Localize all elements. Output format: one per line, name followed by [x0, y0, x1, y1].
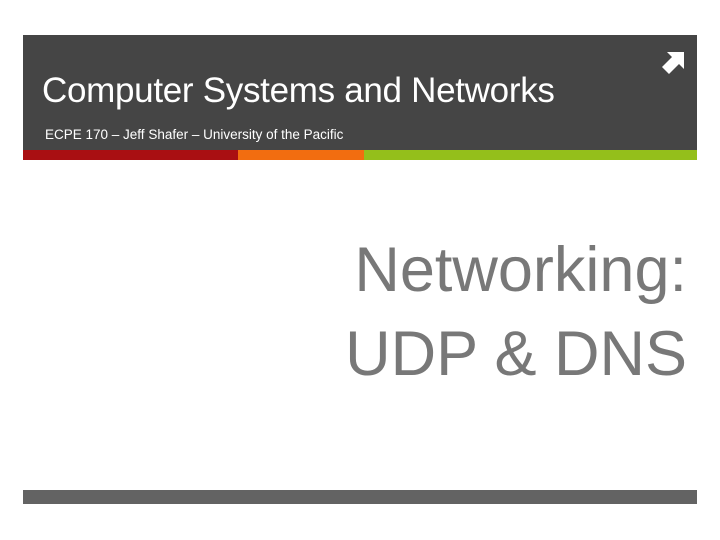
strip-orange-segment [238, 150, 364, 160]
header-banner: Computer Systems and Networks ECPE 170 –… [23, 35, 697, 150]
slide-title-line-2: UDP & DNS [345, 319, 687, 389]
strip-red-segment [23, 150, 238, 160]
footer-bar [23, 490, 697, 504]
course-subtitle: ECPE 170 – Jeff Shafer – University of t… [45, 127, 344, 142]
slide-title: Networking: UDP & DNS [345, 228, 687, 396]
slide-title-line-1: Networking: [354, 235, 687, 305]
strip-green-segment [364, 150, 697, 160]
accent-color-strip [23, 150, 697, 160]
arrow-up-right-icon [662, 52, 684, 74]
course-title: Computer Systems and Networks [42, 71, 555, 110]
